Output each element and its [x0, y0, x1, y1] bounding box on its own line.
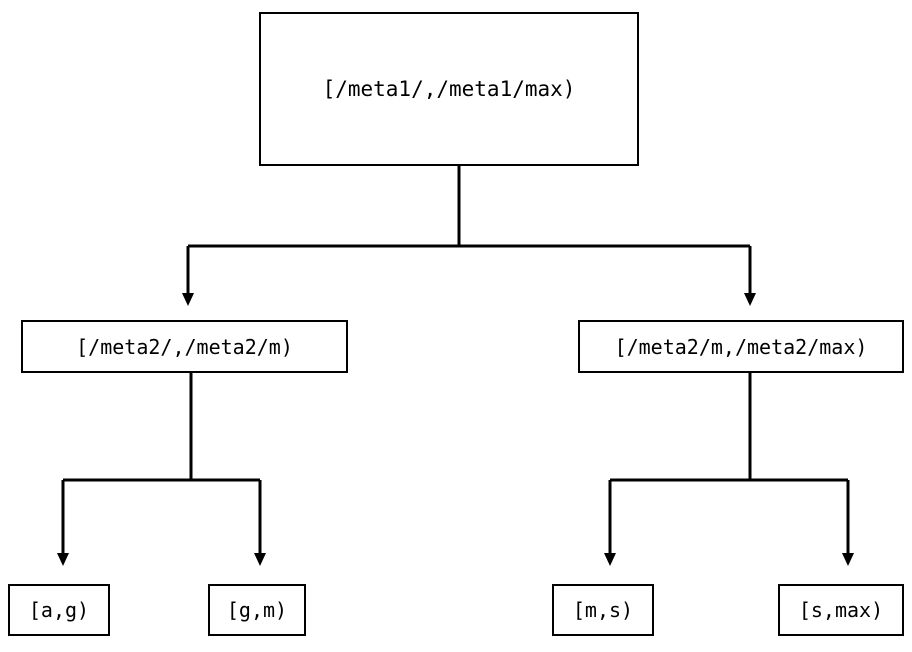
arrowhead-to-mid-right	[744, 293, 756, 306]
tree-node-leaf-gm[interactable]: [g,m)	[208, 584, 306, 636]
tree-node-mid-right-label: [/meta2/m,/meta2/max)	[614, 334, 868, 359]
tree-node-leaf-ag-label: [a,g)	[28, 598, 90, 622]
arrowhead-to-leaf-gm	[254, 553, 266, 566]
tree-node-leaf-ag[interactable]: [a,g)	[8, 584, 110, 636]
tree-node-mid-left[interactable]: [/meta2/,/meta2/m)	[21, 320, 348, 373]
tree-node-root-label: [/meta1/,/meta1/max)	[322, 76, 576, 101]
tree-node-leaf-gm-label: [g,m)	[226, 598, 288, 622]
tree-node-mid-left-label: [/meta2/,/meta2/m)	[76, 334, 293, 359]
tree-node-leaf-ms-label: [m,s)	[572, 598, 634, 622]
tree-node-root[interactable]: [/meta1/,/meta1/max)	[259, 12, 639, 166]
arrowhead-to-leaf-ms	[604, 553, 616, 566]
tree-node-mid-right[interactable]: [/meta2/m,/meta2/max)	[578, 320, 904, 373]
tree-node-leaf-smax-label: [s,max)	[798, 598, 884, 622]
tree-node-leaf-ms[interactable]: [m,s)	[552, 584, 654, 636]
tree-node-leaf-smax[interactable]: [s,max)	[778, 584, 904, 636]
arrowhead-to-leaf-smax	[842, 553, 854, 566]
arrowhead-to-mid-left	[182, 293, 194, 306]
arrowhead-to-leaf-ag	[57, 553, 69, 566]
